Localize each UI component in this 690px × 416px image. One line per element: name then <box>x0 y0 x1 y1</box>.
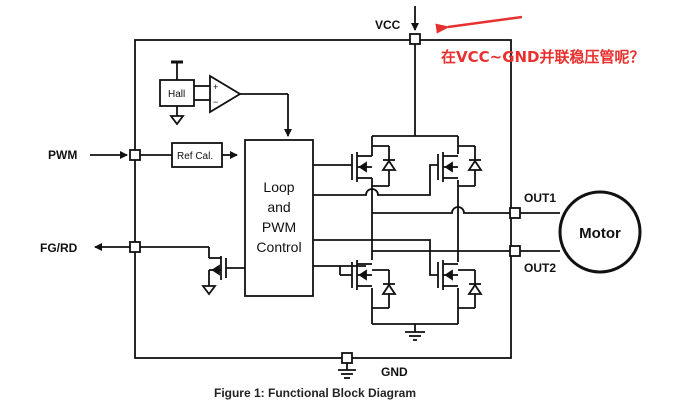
motor-label: Motor <box>579 225 621 242</box>
loop-label-1: Loop <box>263 179 294 195</box>
gnd-label: GND <box>381 365 408 379</box>
motor-circle <box>558 190 642 274</box>
fgrd-label: FG/RD <box>40 241 78 255</box>
loop-label-2: and <box>267 199 290 215</box>
chip-outline <box>134 39 512 359</box>
loop-label-3: PWM <box>262 219 296 235</box>
vcc-label: VCC <box>375 18 401 32</box>
annotation-arrow <box>435 15 523 34</box>
ref-cal-label: Ref Cal. <box>177 151 213 162</box>
vcc-pin <box>409 33 421 45</box>
comparator-minus: − <box>213 97 218 107</box>
hall-label: Hall <box>168 89 185 100</box>
loop-label-4: Control <box>256 239 301 255</box>
pwm-label: PWM <box>48 148 77 162</box>
comparator <box>209 74 242 114</box>
comparator-plus: + <box>213 82 218 92</box>
out1-pin <box>509 207 521 219</box>
out2-label: OUT2 <box>524 261 556 275</box>
figure-caption: Figure 1: Functional Block Diagram <box>214 386 416 400</box>
out1-label: OUT1 <box>524 191 556 205</box>
gnd-pin <box>341 352 353 364</box>
fgrd-pin <box>129 241 141 253</box>
annotation-text: 在VCC~GND并联稳压管呢？ <box>441 48 645 66</box>
loop-pwm-control-block <box>244 139 314 297</box>
out2-pin <box>509 245 521 257</box>
pwm-pin <box>129 149 141 161</box>
